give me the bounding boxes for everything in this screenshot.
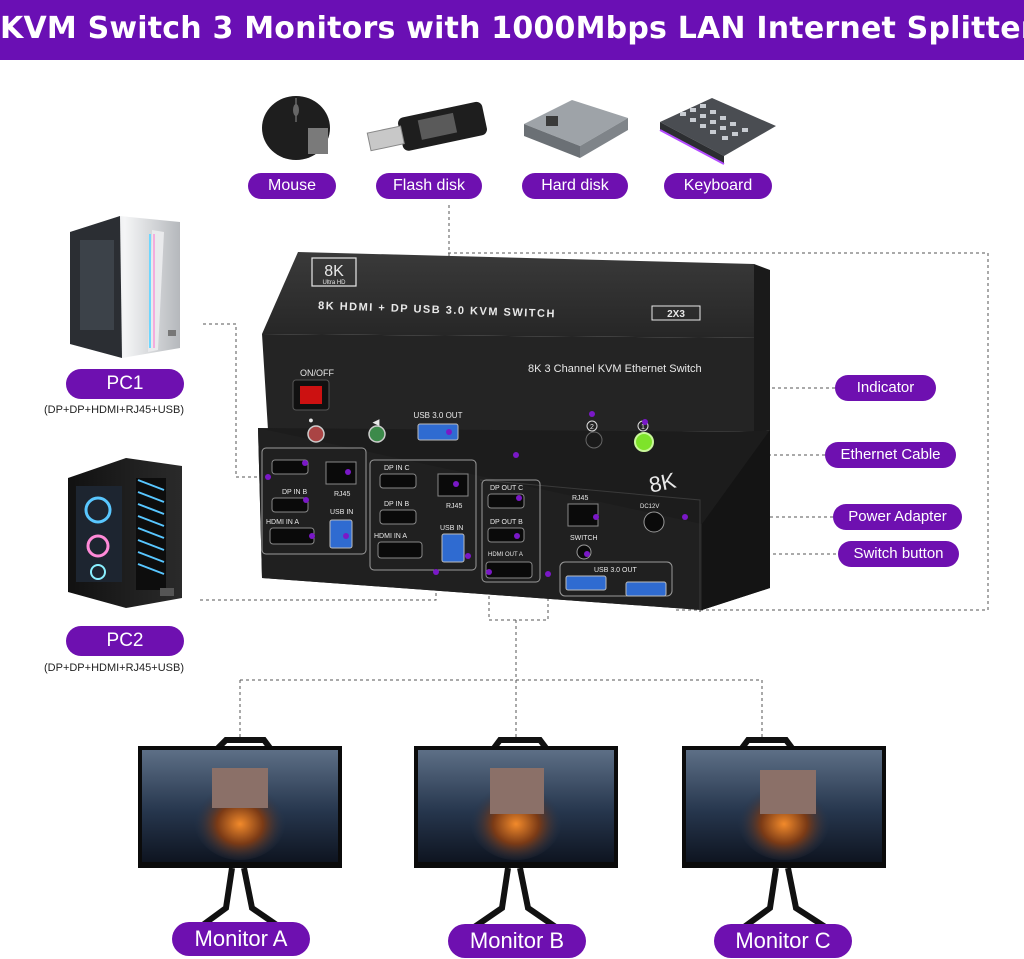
usb-out-back-port-2[interactable] <box>625 581 667 597</box>
mic-jack[interactable] <box>307 425 325 443</box>
indicator-light-1 <box>634 432 654 452</box>
port-group-pc2: DP IN C DP IN B HDMI IN A RJ45 USB IN <box>369 459 477 571</box>
device-badge-8k: 8K Ultra HD <box>311 257 357 287</box>
rj45-label: RJ45 <box>334 491 350 498</box>
indicator-2-label-ring <box>586 420 598 432</box>
power-switch-rocker <box>300 386 322 404</box>
port-group-outputs: DP OUT C DP OUT B HDMI OUT A <box>481 479 541 583</box>
dp-in-b-label-2: DP IN B <box>384 501 409 508</box>
pc2-tower-image <box>68 458 182 608</box>
speaker-icon: ◀ <box>373 417 380 427</box>
hdmi-in-a-port[interactable] <box>269 527 315 545</box>
device-front-text: 8K 3 Channel KVM Ethernet Switch <box>528 363 702 375</box>
usb-out-front-port[interactable] <box>417 423 459 441</box>
dp-in-b-port[interactable] <box>271 497 309 513</box>
page-title: KVM Switch 3 Monitors with 1000Mbps LAN … <box>0 11 1024 46</box>
rj45-out-port[interactable] <box>567 503 599 527</box>
kvm-switch-device <box>258 252 770 612</box>
pc2-label: PC2 <box>66 626 184 656</box>
pc1-tower-image <box>70 216 180 358</box>
usb-out-back-group <box>559 561 673 597</box>
dp-out-b-label: DP OUT B <box>490 519 523 526</box>
flash-disk-label: Flash disk <box>376 173 482 199</box>
connector-lines <box>200 205 989 740</box>
dp-in-c-label-2: DP IN C <box>384 465 410 472</box>
dp-in-c-port-2[interactable] <box>379 473 417 489</box>
rj45-in-port-2[interactable] <box>437 473 469 497</box>
hdmi-in-a-label: HDMI IN A <box>266 519 299 526</box>
monitor-c-image <box>682 737 886 933</box>
switch-label: SWITCH <box>570 535 598 542</box>
usb-out-back-port-1[interactable] <box>565 575 607 591</box>
mic-icon: ● <box>308 415 313 425</box>
power-adapter-callout: Power Adapter <box>833 504 962 530</box>
usb-in-label: USB IN <box>330 509 353 516</box>
pc1-label: PC1 <box>66 369 184 399</box>
indicator-2-label: 2 <box>590 424 594 431</box>
onoff-label: ON/OFF <box>300 368 334 378</box>
hdmi-out-a-label: HDMI OUT A <box>488 552 523 558</box>
monitor-a-image <box>138 737 342 933</box>
badge-main: 8K <box>324 263 344 280</box>
mouse-image <box>262 96 330 160</box>
monitor-a-label: Monitor A <box>172 922 310 956</box>
back-badge: 8K <box>647 468 679 498</box>
mouse-label: Mouse <box>248 173 336 199</box>
top-badge-box <box>651 305 701 321</box>
dp-in-b-port-2[interactable] <box>379 509 417 525</box>
monitor-c-label: Monitor C <box>714 924 852 958</box>
ethernet-callout: Ethernet Cable <box>825 442 956 468</box>
usb-in-label-2: USB IN <box>440 525 463 532</box>
dp-in-c-port[interactable] <box>271 459 309 475</box>
keyboard-label: Keyboard <box>664 173 772 199</box>
pc1-ports-note: (DP+DP+HDMI+RJ45+USB) <box>44 404 184 416</box>
usb-in-port-2[interactable] <box>441 533 465 563</box>
usb-out-back-label: USB 3.0 OUT <box>594 567 638 574</box>
pc2-ports-note: (DP+DP+HDMI+RJ45+USB) <box>44 662 184 674</box>
rj45-out-label: RJ45 <box>572 495 588 502</box>
device-top-badge: 2X3 <box>667 309 685 320</box>
hard-disk-label: Hard disk <box>522 173 628 199</box>
port-group-pc1: DP IN B HDMI IN A RJ45 USB IN <box>261 447 367 555</box>
switch-button-callout: Switch button <box>838 541 959 567</box>
dp-in-b-label: DP IN B <box>282 489 307 496</box>
hdmi-in-a-port-2[interactable] <box>377 541 423 559</box>
dp-out-c-port[interactable] <box>487 493 525 509</box>
dp-out-c-label: DP OUT C <box>490 485 523 492</box>
indicator-callout: Indicator <box>835 375 936 401</box>
hdmi-out-a-port[interactable] <box>485 561 533 579</box>
dp-out-b-port[interactable] <box>487 527 525 543</box>
marker-dots <box>265 411 688 577</box>
usb-out-front-label: USB 3.0 OUT <box>414 411 463 420</box>
monitor-b-image <box>414 737 618 933</box>
hdmi-in-a-label-2: HDMI IN A <box>374 533 407 540</box>
rj45-label-2: RJ45 <box>446 503 462 510</box>
usb-in-port[interactable] <box>329 519 353 549</box>
audio-jack[interactable] <box>368 425 386 443</box>
indicator-light-2 <box>585 431 603 449</box>
flash-disk-image <box>366 101 487 152</box>
hard-disk-image <box>524 100 628 158</box>
keyboard-image <box>659 98 776 165</box>
indicator-1-label: 1 <box>641 424 645 431</box>
title-banner <box>0 0 1024 60</box>
rj45-in-port[interactable] <box>325 461 357 485</box>
badge-sub: Ultra HD <box>322 280 346 286</box>
monitor-b-label: Monitor B <box>448 924 586 958</box>
dc-power-port[interactable] <box>643 511 665 533</box>
dc12v-label: DC12V <box>640 504 659 510</box>
